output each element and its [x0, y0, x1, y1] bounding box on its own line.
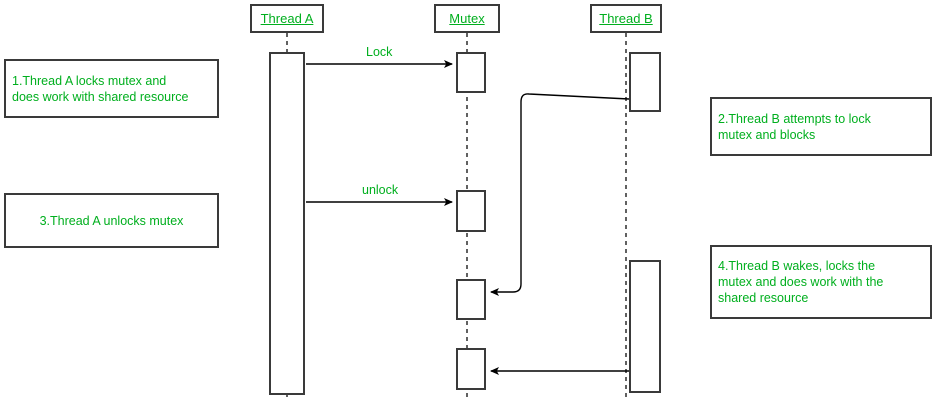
lifeline-header-thread-a[interactable]: Thread A: [250, 4, 324, 33]
note-box-3[interactable]: 3.Thread A unlocks mutex: [4, 193, 219, 248]
message-label-lock: Lock: [366, 45, 393, 59]
note-box-3-text: 3.Thread A unlocks mutex: [39, 213, 184, 228]
lifeline-header-thread-b[interactable]: Thread B: [590, 4, 662, 33]
note-box-1[interactable]: 1.Thread A locks mutex and does work wit…: [4, 59, 219, 118]
message-arrow-wake: [490, 93, 630, 296]
activation-bar-mutex-lock-b[interactable]: [456, 348, 486, 390]
message-label-unlock: unlock: [362, 183, 399, 197]
activation-bar-mutex-lock[interactable]: [456, 52, 486, 93]
note-box-1-text: 1.Thread A locks mutex and does work wit…: [12, 73, 189, 104]
note-box-2-text: 2.Thread B attempts to lock mutex and bl…: [718, 111, 871, 142]
lifeline-header-mutex-label: Mutex: [449, 10, 485, 26]
activation-bar-mutex-unlock[interactable]: [456, 190, 486, 232]
activation-bar-thread-b-block[interactable]: [629, 52, 661, 112]
note-box-2[interactable]: 2.Thread B attempts to lock mutex and bl…: [710, 97, 932, 156]
note-box-4[interactable]: 4.Thread B wakes, locks the mutex and do…: [710, 245, 932, 319]
lifeline-header-thread-b-label: Thread B: [599, 10, 653, 26]
activation-bar-mutex-wake[interactable]: [456, 279, 486, 320]
lifeline-header-mutex[interactable]: Mutex: [434, 4, 500, 33]
note-box-4-text: 4.Thread B wakes, locks the mutex and do…: [718, 259, 884, 305]
activation-bar-thread-a[interactable]: [269, 52, 305, 395]
lifeline-header-thread-a-label: Thread A: [260, 10, 314, 26]
activation-bar-thread-b-work[interactable]: [629, 260, 661, 393]
